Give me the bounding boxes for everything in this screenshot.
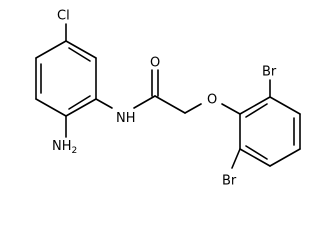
- bromo-bottom-label: Br: [222, 174, 237, 189]
- carbonyl-to-methylene-bond: [154, 95, 186, 114]
- ring-bond: [239, 148, 271, 167]
- amine-label-main: NH: [52, 139, 72, 154]
- ring-bond: [35, 98, 67, 117]
- ring-bond: [269, 96, 301, 115]
- left-benzene-ring: [35, 40, 97, 117]
- ring-double-bond: [68, 47, 91, 62]
- amine-label-subscript: 2: [72, 146, 78, 156]
- bromo-top-label: Br: [262, 65, 277, 80]
- ring-double-bond: [68, 95, 91, 110]
- chloro-label: Cl: [57, 9, 70, 24]
- ether-oxygen-label: O: [207, 93, 217, 108]
- ring-double-bond: [245, 103, 268, 118]
- ring-bond: [65, 40, 97, 59]
- oxygen-to-ring-bond: [221, 103, 241, 115]
- ring-to-nitrogen-bond: [95, 98, 113, 109]
- amide-nitrogen-label: NH: [116, 111, 136, 126]
- ring-bond: [65, 98, 97, 117]
- amine-label: NH2: [52, 139, 77, 156]
- ring-bond: [269, 148, 301, 167]
- ring-bond: [35, 40, 67, 59]
- bromo-bottom-bond: [231, 148, 241, 169]
- amide-nitrogen-symbol: N: [116, 111, 126, 126]
- chemical-structure-diagram: Cl NH2 NH O O Br Br: [35, 9, 301, 189]
- ring-bond: [239, 96, 271, 115]
- ring-double-bond: [245, 145, 268, 160]
- nitrogen-to-carbonyl-bond: [133, 95, 156, 109]
- carbonyl-oxygen-label: O: [150, 56, 160, 71]
- amide-hydrogen-symbol: H: [126, 111, 136, 126]
- methylene-to-oxygen-bond: [184, 103, 202, 114]
- right-benzene-ring: [239, 96, 301, 167]
